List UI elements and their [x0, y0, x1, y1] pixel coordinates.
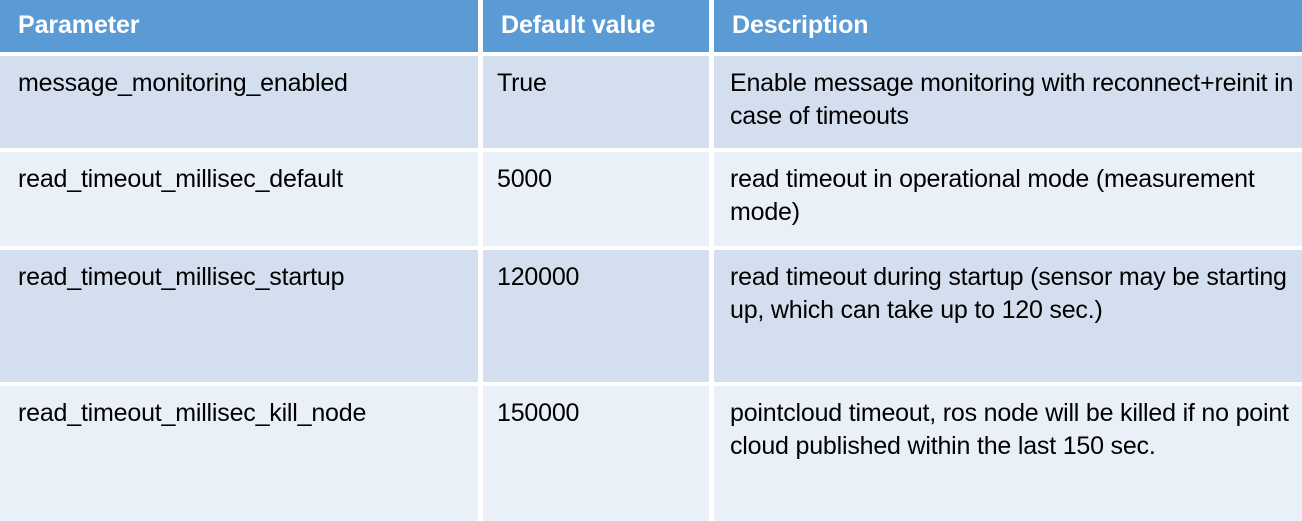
table-header: Parameter Default value Description	[0, 0, 1302, 56]
table-row: read_timeout_millisec_kill_node 150000 p…	[0, 386, 1302, 521]
header-row-divider	[0, 52, 1302, 56]
table-row: message_monitoring_enabled True Enable m…	[0, 56, 1302, 148]
cell-divider-1	[478, 386, 483, 521]
column-header-parameter: Parameter	[0, 0, 478, 52]
cell-parameter: read_timeout_millisec_startup	[0, 250, 478, 382]
cell-divider-2	[709, 250, 714, 382]
column-header-description: Description	[714, 0, 1302, 52]
header-row: Parameter Default value Description	[0, 0, 1302, 52]
table-row: read_timeout_millisec_startup 120000 rea…	[0, 250, 1302, 382]
cell-divider-1	[478, 56, 483, 148]
cell-description: read timeout during startup (sensor may …	[714, 250, 1302, 382]
column-divider-2	[709, 0, 714, 52]
cell-divider-2	[709, 386, 714, 521]
cell-parameter: read_timeout_millisec_kill_node	[0, 386, 478, 521]
cell-parameter: read_timeout_millisec_default	[0, 152, 478, 246]
cell-parameter: message_monitoring_enabled	[0, 56, 478, 148]
cell-description: Enable message monitoring with reconnect…	[714, 56, 1302, 148]
column-divider-1	[478, 0, 483, 52]
row-divider	[0, 148, 1302, 152]
cell-description: pointcloud timeout, ros node will be kil…	[714, 386, 1302, 521]
cell-default-value: 120000	[483, 250, 709, 382]
cell-divider-2	[709, 152, 714, 246]
cell-divider-2	[709, 56, 714, 148]
row-divider	[0, 246, 1302, 250]
table-body: message_monitoring_enabled True Enable m…	[0, 56, 1302, 521]
table-row: read_timeout_millisec_default 5000 read …	[0, 152, 1302, 246]
cell-divider-1	[478, 250, 483, 382]
column-header-default-value: Default value	[483, 0, 709, 52]
row-divider	[0, 382, 1302, 386]
cell-default-value: 150000	[483, 386, 709, 521]
cell-divider-1	[478, 152, 483, 246]
cell-default-value: True	[483, 56, 709, 148]
cell-description: read timeout in operational mode (measur…	[714, 152, 1302, 246]
cell-default-value: 5000	[483, 152, 709, 246]
